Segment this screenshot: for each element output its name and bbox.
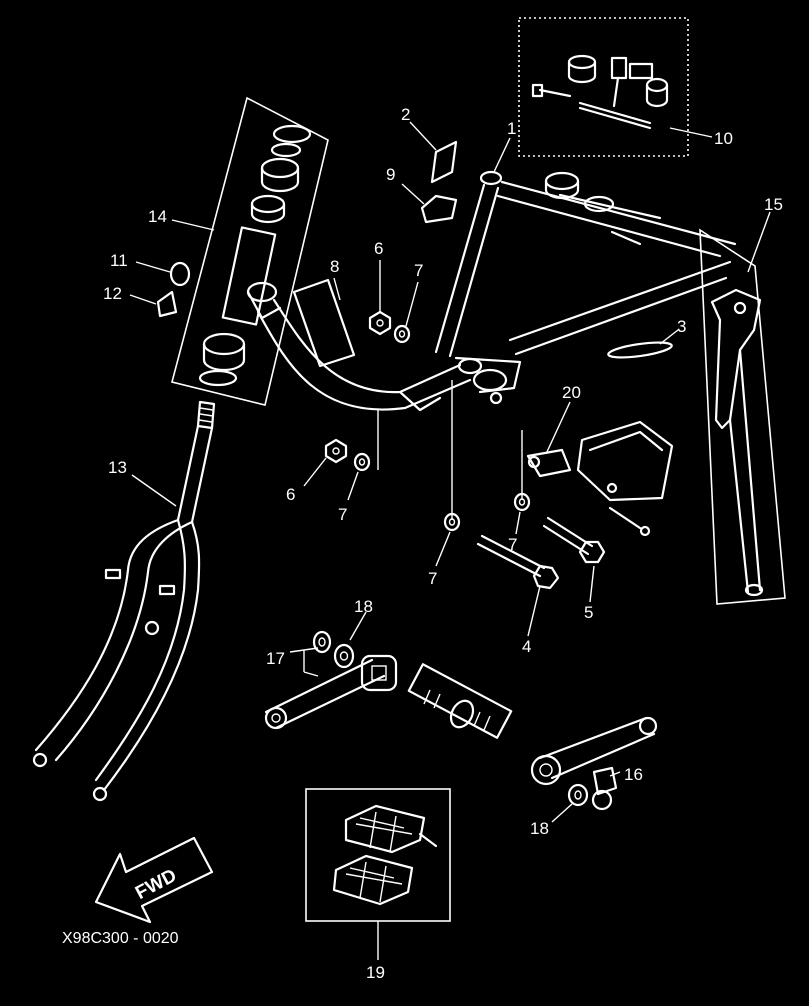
callout-20: 20 [562, 383, 581, 402]
callout-18-upper: 18 [354, 597, 373, 616]
part-8 [292, 278, 356, 368]
callout-7-lower-right: 7 [508, 535, 517, 554]
part-7-washers [353, 324, 531, 532]
callout-1: 1 [507, 119, 516, 138]
part-crank-axle [407, 663, 513, 739]
part-14-headset-box [171, 96, 329, 406]
part-20-bracket [526, 420, 674, 537]
part-12 [156, 290, 178, 318]
part-4-bolt [476, 534, 560, 590]
part-15-kickstand [710, 288, 764, 597]
callout-10: 10 [714, 129, 733, 148]
part-19-pedals [332, 804, 438, 906]
callout-12: 12 [103, 284, 122, 303]
callout-2: 2 [401, 105, 410, 124]
callout-13: 13 [108, 458, 127, 477]
part-16-crank-right [530, 716, 658, 796]
callout-14: 14 [148, 207, 167, 226]
part-15-kickstand-box [699, 228, 786, 605]
callout-7-upper: 7 [414, 261, 423, 280]
part-10-kit [531, 54, 669, 130]
part-13-fork [32, 400, 216, 802]
callout-18-lower: 18 [530, 819, 549, 838]
callout-16: 16 [624, 765, 643, 784]
part-3 [607, 341, 673, 359]
drawing-code: X98C300 - 0020 [62, 930, 179, 947]
callout-7-lower-left: 7 [338, 505, 347, 524]
callout-11: 11 [110, 251, 128, 270]
part-18-bearing-right [567, 783, 613, 811]
part-17-crank-left [264, 654, 398, 730]
callout-6-lower: 6 [286, 485, 295, 504]
callout-labels: 1 2 3 4 5 6 6 7 7 7 7 8 9 10 11 12 13 14… [103, 105, 783, 982]
callout-7-lower-middle: 7 [428, 569, 437, 588]
part-14-headset [198, 124, 312, 387]
callout-17: 17 [266, 649, 285, 668]
part-10-dotted-box [518, 17, 689, 157]
callout-6-upper: 6 [374, 239, 383, 258]
callout-15: 15 [764, 195, 783, 214]
callout-4: 4 [522, 637, 531, 656]
leader-lines [129, 121, 771, 960]
callout-3: 3 [677, 317, 686, 336]
part-18-bearings-left [312, 630, 355, 669]
callout-9: 9 [386, 165, 395, 184]
part-6-nut-lower [324, 438, 348, 464]
part-19-pedal-box [305, 788, 451, 922]
part-9 [420, 194, 458, 224]
part-11 [169, 261, 191, 287]
callout-5: 5 [584, 603, 593, 622]
callout-19: 19 [366, 963, 385, 982]
part-6-nut-upper [368, 310, 392, 336]
fwd-arrow: FWD [94, 836, 214, 924]
part-1-frame [246, 170, 737, 412]
callout-8: 8 [330, 257, 339, 276]
part-2 [430, 140, 458, 184]
part-5-bolt [542, 516, 606, 564]
